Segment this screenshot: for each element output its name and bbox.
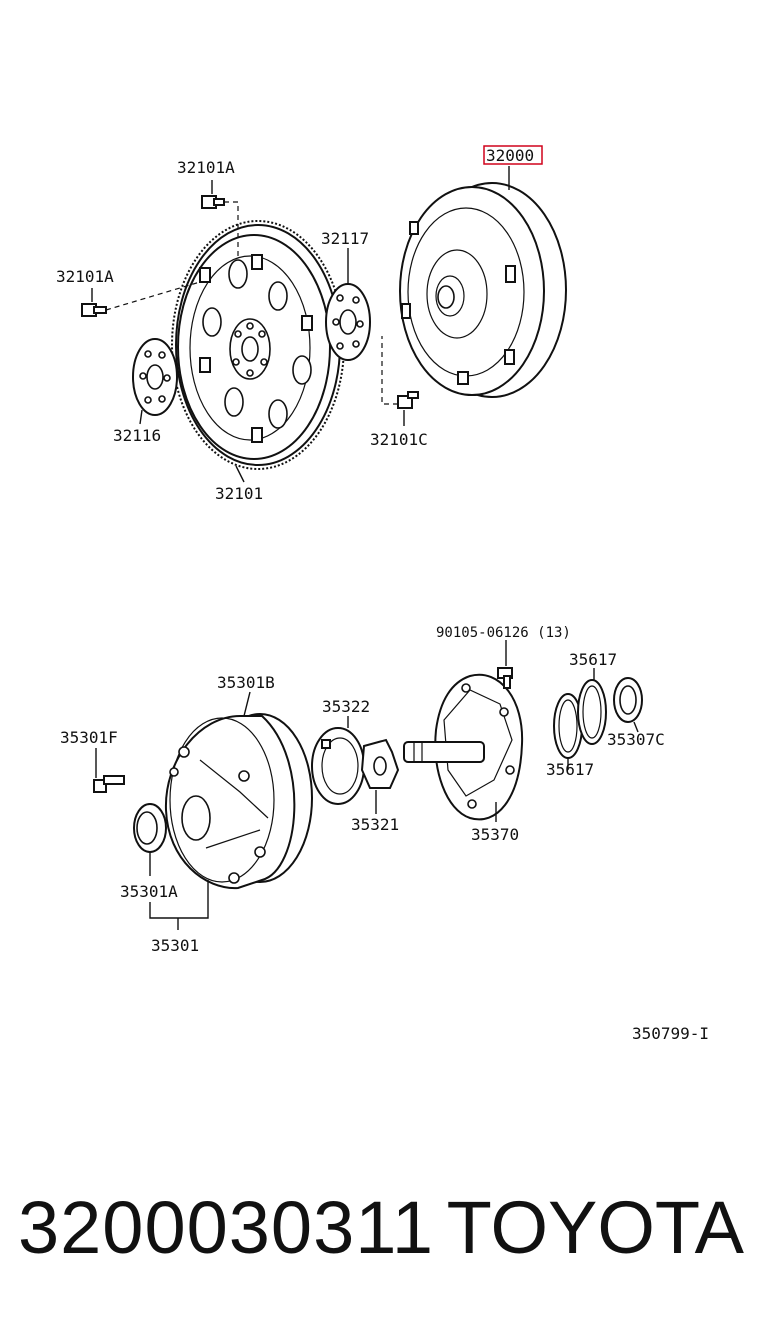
label-32101A-top[interactable]: 32101A [177,158,235,177]
bolt-35301F [93,748,125,793]
label-35301A[interactable]: 35301A [120,882,178,901]
spacer-32116 [132,338,178,425]
label-32101[interactable]: 32101 [215,484,263,503]
label-32000[interactable]: 32000 [486,146,534,165]
label-35617-bottom[interactable]: 35617 [546,760,594,779]
label-35301[interactable]: 35301 [151,936,199,955]
part-number: 3200030311 [18,1186,435,1269]
footer: 3200030311 TOYOTA [0,1185,760,1285]
drive-plate-32101 [171,220,345,483]
bracket-35301 [149,880,209,919]
oil-pump-body-35301B [164,691,313,890]
label-32116[interactable]: 32116 [113,426,161,445]
label-35301F[interactable]: 35301F [60,728,118,747]
label-90105-06126[interactable]: 90105-06126 (13) [436,625,571,641]
reference-code: 350799-I [632,1024,709,1043]
label-35370[interactable]: 35370 [471,825,519,844]
label-35617-top[interactable]: 35617 [569,650,617,669]
label-32101C[interactable]: 32101C [370,430,428,449]
label-35322[interactable]: 35322 [322,697,370,716]
stator-shaft-35370 [403,673,524,822]
bolt-32101A-left [81,281,201,317]
label-35301B[interactable]: 35301B [217,673,275,692]
label-35321[interactable]: 35321 [351,815,399,834]
bolt-32101A-top [201,180,239,258]
drive-gear-35321 [360,738,400,814]
label-32117[interactable]: 32117 [321,229,369,248]
label-32101A-left[interactable]: 32101A [56,267,114,286]
thrust-washer-35307C [613,677,643,733]
highlight-box-32000 [483,145,543,165]
seal-rings-35617 [553,668,607,770]
driven-gear-35322 [311,716,365,805]
brand-name: TOYOTA [446,1186,744,1269]
spacer-32117 [325,248,371,361]
bolt-90105-06126 [497,640,513,689]
oil-seal-35301A [133,803,167,876]
bolt-32101C [381,336,419,426]
torque-converter-32000 [399,166,567,398]
label-35307C[interactable]: 35307C [607,730,665,749]
